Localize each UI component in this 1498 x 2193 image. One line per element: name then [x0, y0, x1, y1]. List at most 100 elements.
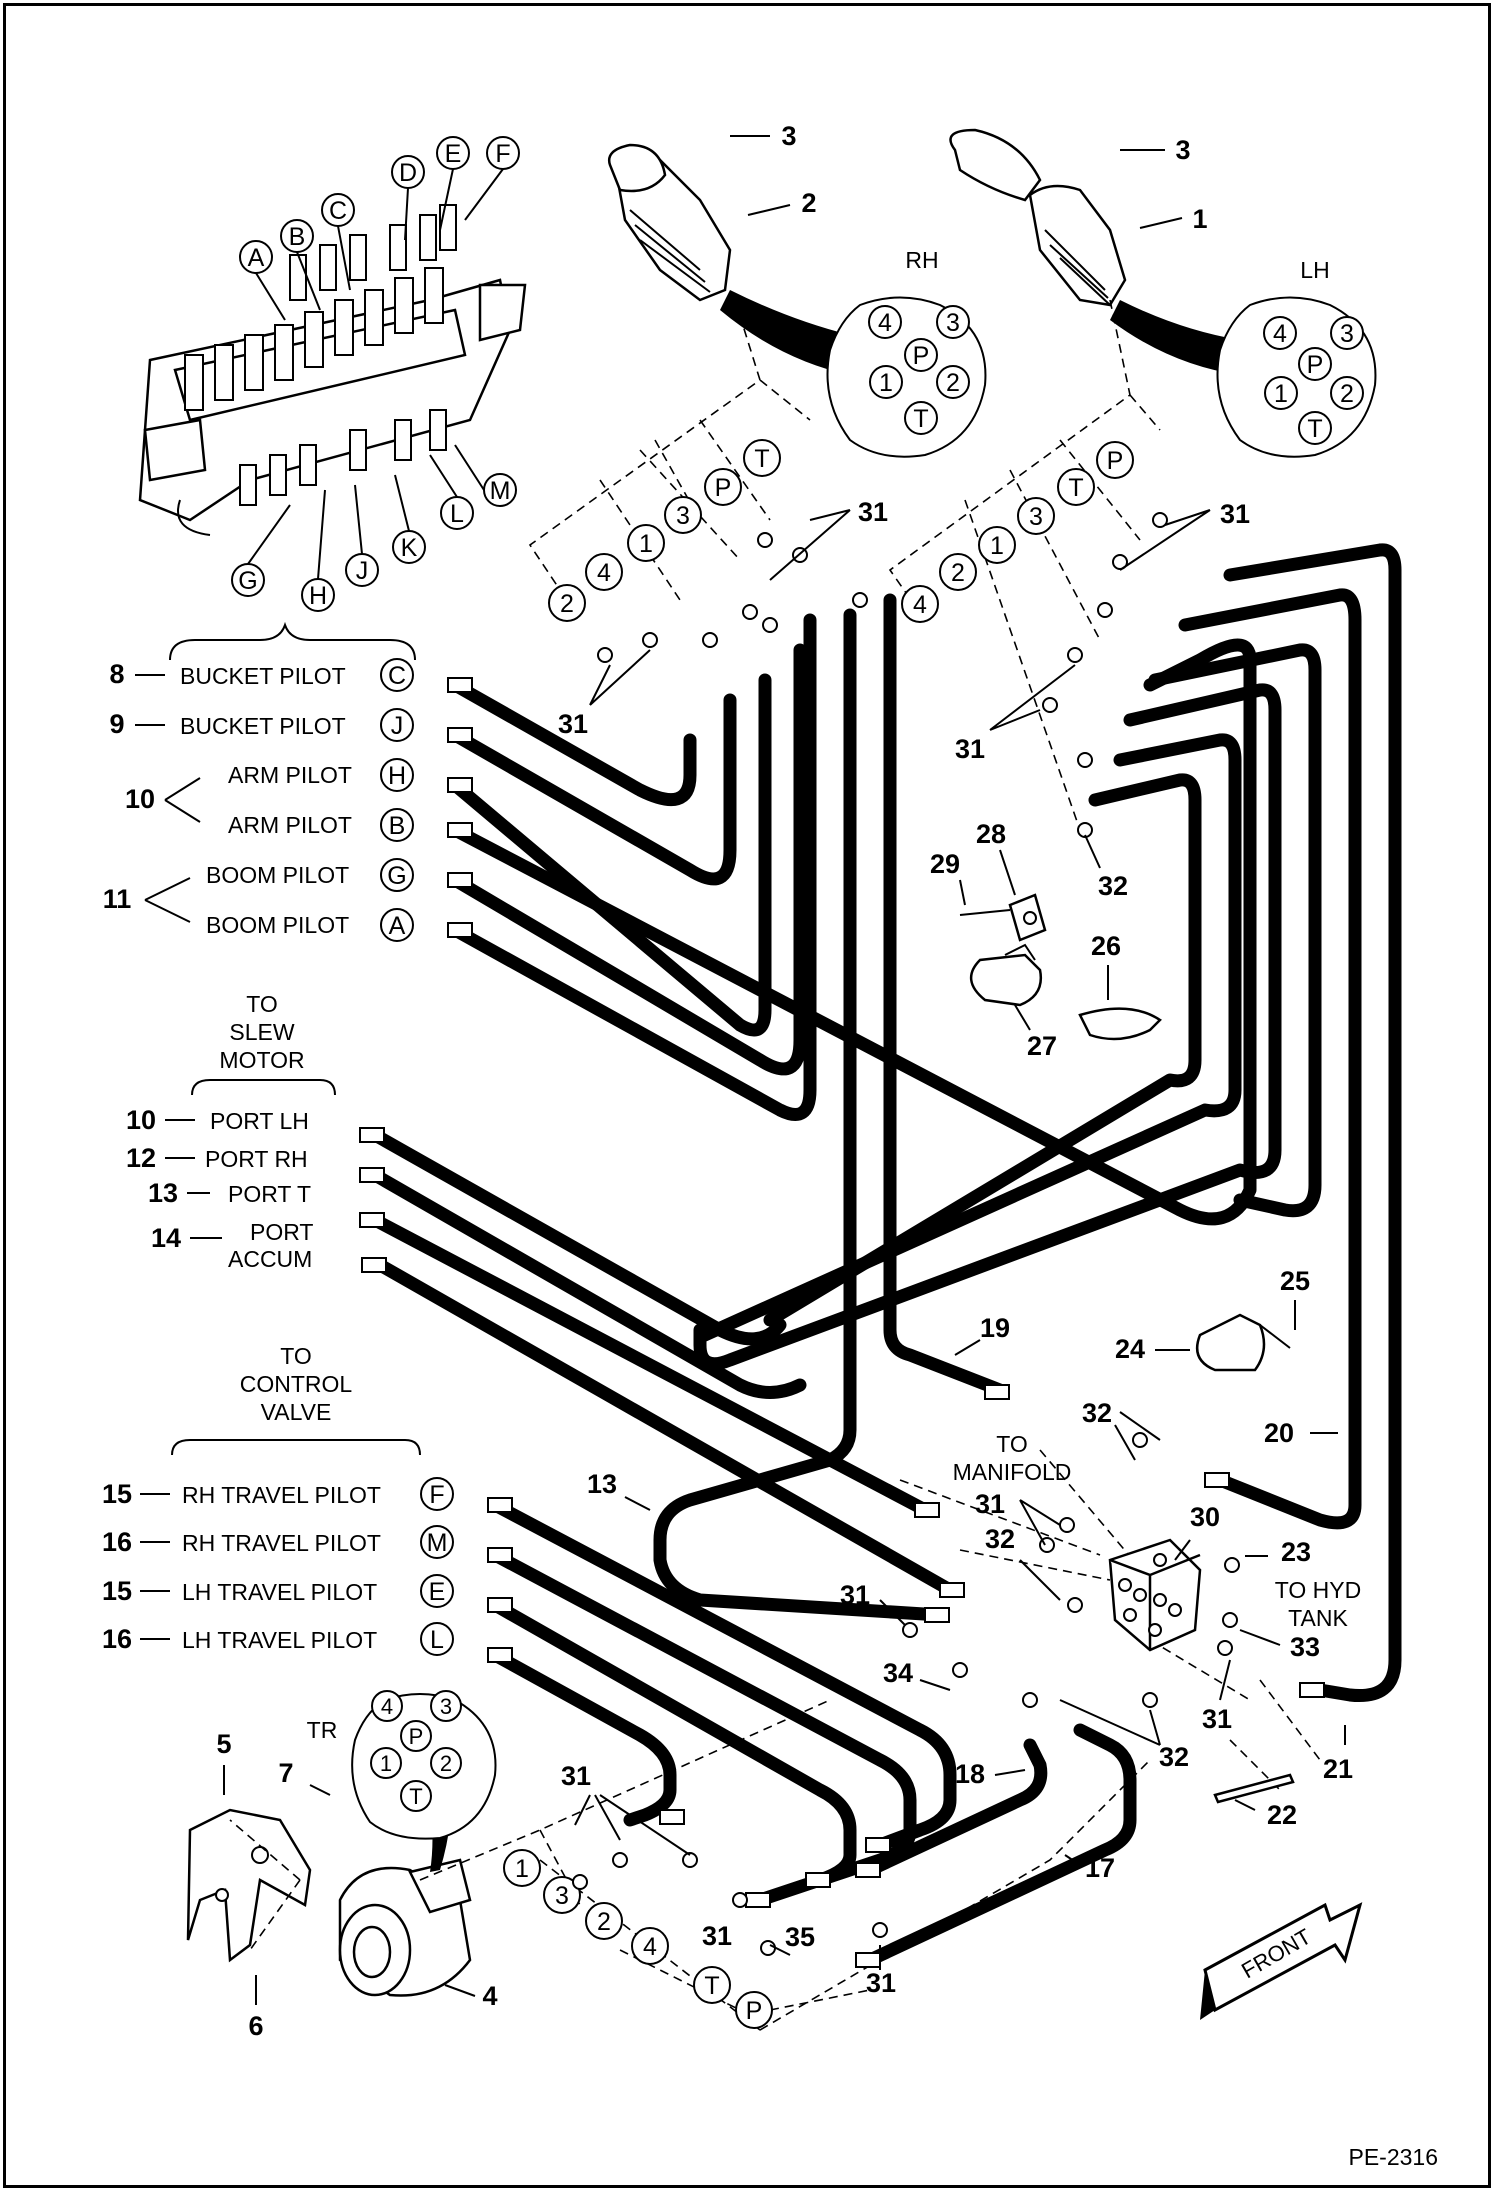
svg-text:LH TRAVEL PILOT: LH TRAVEL PILOT	[182, 1579, 377, 1605]
callout-30: 30	[1174, 1502, 1220, 1561]
callout-7: 7	[278, 1758, 331, 1796]
rh-joystick	[607, 143, 850, 375]
svg-text:25: 25	[1280, 1266, 1310, 1296]
valve-hose-labels: 8 BUCKET PILOT C 9 BUCKET PILOT J 10 ARM…	[103, 621, 416, 942]
slew-motor-labels: TO SLEW MOTOR 10 PORT LH 12 PORT RH 13 P…	[126, 991, 336, 1272]
callout-18: 18	[955, 1759, 1026, 1789]
svg-text:H: H	[309, 582, 327, 610]
port-letter-g: G	[231, 563, 265, 597]
svg-text:P: P	[715, 474, 732, 502]
svg-text:M: M	[490, 477, 511, 505]
tr-port-p: P	[400, 1720, 432, 1752]
svg-text:4: 4	[878, 309, 892, 337]
part-callouts: 3 2 3 1 31 31 31 31 32 29 28 26 27 25 24…	[216, 121, 1353, 2041]
svg-text:E: E	[429, 1578, 446, 1606]
svg-text:LH TRAVEL PILOT: LH TRAVEL PILOT	[182, 1627, 377, 1653]
svg-text:2: 2	[1340, 380, 1354, 408]
svg-text:32: 32	[985, 1524, 1015, 1554]
callout-24: 24	[1115, 1334, 1190, 1364]
svg-text:G: G	[387, 862, 406, 890]
callout-5: 5	[216, 1729, 232, 1795]
svg-text:13: 13	[148, 1178, 178, 1208]
rh-port-2: 2	[936, 365, 970, 399]
port-letter-l: L	[440, 496, 474, 530]
svg-text:2: 2	[440, 1751, 452, 1776]
callout-13: 13	[587, 1469, 651, 1511]
svg-text:4: 4	[1273, 320, 1287, 348]
svg-text:G: G	[238, 567, 257, 595]
svg-text:16: 16	[102, 1624, 132, 1654]
svg-text:H: H	[388, 762, 406, 790]
rh-port-pattern: 4 3 P 1 2 T RH	[826, 247, 987, 458]
svg-text:TO: TO	[246, 991, 278, 1017]
callout-22: 22	[1234, 1799, 1297, 1830]
lh-port-1: 1	[1264, 376, 1298, 410]
svg-text:J: J	[391, 712, 404, 740]
svg-text:31: 31	[955, 734, 985, 764]
svg-text:E: E	[445, 140, 462, 168]
svg-text:2: 2	[597, 1908, 611, 1936]
bracket-28	[959, 893, 1047, 942]
svg-text:P: P	[409, 1724, 424, 1749]
svg-text:22: 22	[1267, 1800, 1297, 1830]
lh-port-pattern: 4 3 P 1 2 T LH	[1216, 257, 1377, 458]
svg-text:D: D	[399, 159, 417, 187]
svg-text:T: T	[1068, 474, 1083, 502]
svg-text:5: 5	[216, 1729, 231, 1759]
port-letter-h: H	[301, 578, 335, 612]
rh-port-t: T	[904, 401, 938, 435]
svg-text:K: K	[401, 534, 418, 562]
svg-text:BOOM PILOT: BOOM PILOT	[206, 862, 349, 888]
svg-text:PORT T: PORT T	[228, 1181, 311, 1207]
lh-port-t: T	[1298, 411, 1332, 445]
svg-text:32: 32	[1098, 871, 1128, 901]
callout-31-g: 31	[1202, 1659, 1232, 1734]
tr-port-3: 3	[430, 1690, 462, 1722]
svg-text:4: 4	[643, 1933, 657, 1961]
rh-port-p: P	[904, 338, 938, 372]
svg-text:3: 3	[676, 502, 690, 530]
callout-2: 2	[747, 188, 817, 218]
hose-fittings	[359, 512, 1325, 1968]
callout-3-rh: 3	[730, 121, 797, 151]
svg-text:P: P	[746, 1997, 763, 2025]
tie-strap-26	[1078, 1007, 1162, 1041]
callout-21: 21	[1323, 1725, 1353, 1784]
svg-text:30: 30	[1190, 1502, 1220, 1532]
svg-text:4: 4	[597, 559, 611, 587]
rh-port-4: 4	[868, 305, 902, 339]
lh-port-4: 4	[1263, 316, 1297, 350]
callout-31-i: 31	[702, 1921, 732, 1951]
svg-text:BOOM PILOT: BOOM PILOT	[206, 912, 349, 938]
hoses	[368, 543, 1402, 1967]
svg-text:32: 32	[1082, 1398, 1112, 1428]
svg-text:10: 10	[125, 784, 155, 814]
svg-text:7: 7	[278, 1758, 293, 1788]
svg-text:T: T	[409, 1784, 422, 1809]
port-letter-m: M	[483, 473, 517, 507]
callout-3-lh: 3	[1120, 135, 1191, 165]
port-letter-a: A	[239, 240, 273, 274]
control-valve-labels: TO CONTROL VALVE 15 RH TRAVEL PILOT F 16…	[102, 1343, 454, 1656]
svg-text:3: 3	[440, 1694, 452, 1719]
tr-port-4: 4	[371, 1690, 403, 1722]
callout-32-a: 32	[1084, 834, 1128, 901]
callout-31-e: 31	[975, 1489, 1061, 1546]
rh-port-1: 1	[869, 365, 903, 399]
clamp-27	[970, 943, 1043, 1007]
callout-29: 29	[930, 849, 966, 906]
svg-text:20: 20	[1264, 1418, 1294, 1448]
svg-text:6: 6	[248, 2011, 263, 2041]
svg-text:19: 19	[980, 1313, 1010, 1343]
svg-text:3: 3	[1340, 320, 1354, 348]
valve-port-letters: A B C D E F G H J K L M	[231, 136, 520, 612]
svg-text:13: 13	[587, 1469, 617, 1499]
callout-32-d: 32	[1059, 1699, 1189, 1772]
rh-label: RH	[905, 247, 938, 273]
callout-23: 23	[1245, 1537, 1311, 1567]
svg-text:PORT RH: PORT RH	[205, 1146, 308, 1172]
svg-text:31: 31	[858, 497, 888, 527]
svg-text:31: 31	[975, 1489, 1005, 1519]
svg-text:MANIFOLD: MANIFOLD	[953, 1459, 1072, 1485]
